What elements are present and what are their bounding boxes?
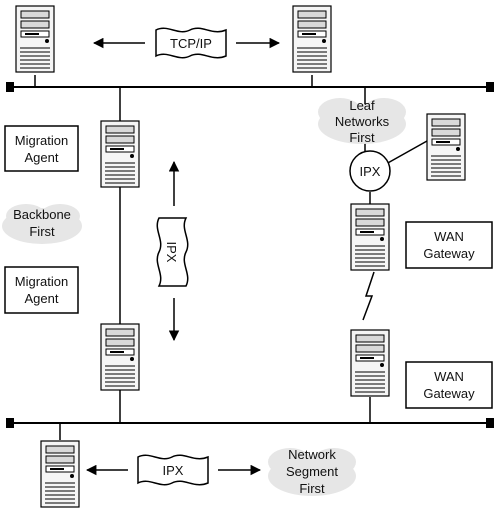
wan-gateway-bottom-box: WAN Gateway xyxy=(405,361,493,409)
tcpip-label: TCP/IP xyxy=(170,36,212,51)
cloud-backbone-line-1: Backbone xyxy=(13,207,71,222)
ipx-vertical-banner: IPX xyxy=(156,217,189,287)
ipx-node-label: IPX xyxy=(360,164,381,179)
top-backbone xyxy=(6,82,494,92)
cloud-backbone-line-2: First xyxy=(29,224,55,239)
migration-agent-top-line-1: Migration xyxy=(15,133,68,148)
cloud-leaf-line-3: First xyxy=(349,130,375,145)
server-tower-icon xyxy=(100,120,140,188)
server-tower-icon xyxy=(292,5,332,73)
migration-agent-bottom-box: Migration Agent xyxy=(4,266,79,314)
lightning-link-icon xyxy=(362,271,375,321)
wan-gateway-top-line-2: Gateway xyxy=(423,246,475,261)
migration-agent-bottom-line-1: Migration xyxy=(15,274,68,289)
migration-agent-bottom-line-2: Agent xyxy=(25,291,59,306)
migration-agent-top-box: Migration Agent xyxy=(4,125,79,172)
ipx-bottom-banner: IPX xyxy=(137,454,209,486)
ipx-node: IPX xyxy=(349,150,391,192)
wan-gateway-bottom-line-2: Gateway xyxy=(423,386,475,401)
server-tower-icon xyxy=(350,203,390,271)
wan-gateway-top-line-1: WAN xyxy=(434,229,464,244)
leaf-networks-cloud: Leaf Networks First xyxy=(318,98,406,145)
bottom-backbone xyxy=(6,418,494,428)
wan-gateway-bottom-line-1: WAN xyxy=(434,369,464,384)
network-segment-cloud: Network Segment First xyxy=(268,447,356,496)
cloud-segment-line-2: Segment xyxy=(286,464,338,479)
migration-agent-top-line-2: Agent xyxy=(25,150,59,165)
cloud-leaf-line-1: Leaf xyxy=(349,98,375,113)
wan-gateway-top-box: WAN Gateway xyxy=(405,221,493,269)
server-tower-icon xyxy=(40,440,80,508)
server-tower-icon xyxy=(15,5,55,73)
backbone-cloud: Backbone First xyxy=(2,204,82,244)
server-tower-icon xyxy=(350,329,390,397)
cloud-segment-line-1: Network xyxy=(288,447,336,462)
ipx-vertical-label: IPX xyxy=(164,242,179,263)
cloud-segment-line-3: First xyxy=(299,481,325,496)
server-tower-icon xyxy=(100,323,140,391)
cloud-leaf-line-2: Networks xyxy=(335,114,390,129)
ipx-bottom-label: IPX xyxy=(163,463,184,478)
tcpip-banner: TCP/IP xyxy=(155,27,227,59)
arrow-icon xyxy=(85,37,281,476)
server-tower-icon xyxy=(426,113,466,181)
